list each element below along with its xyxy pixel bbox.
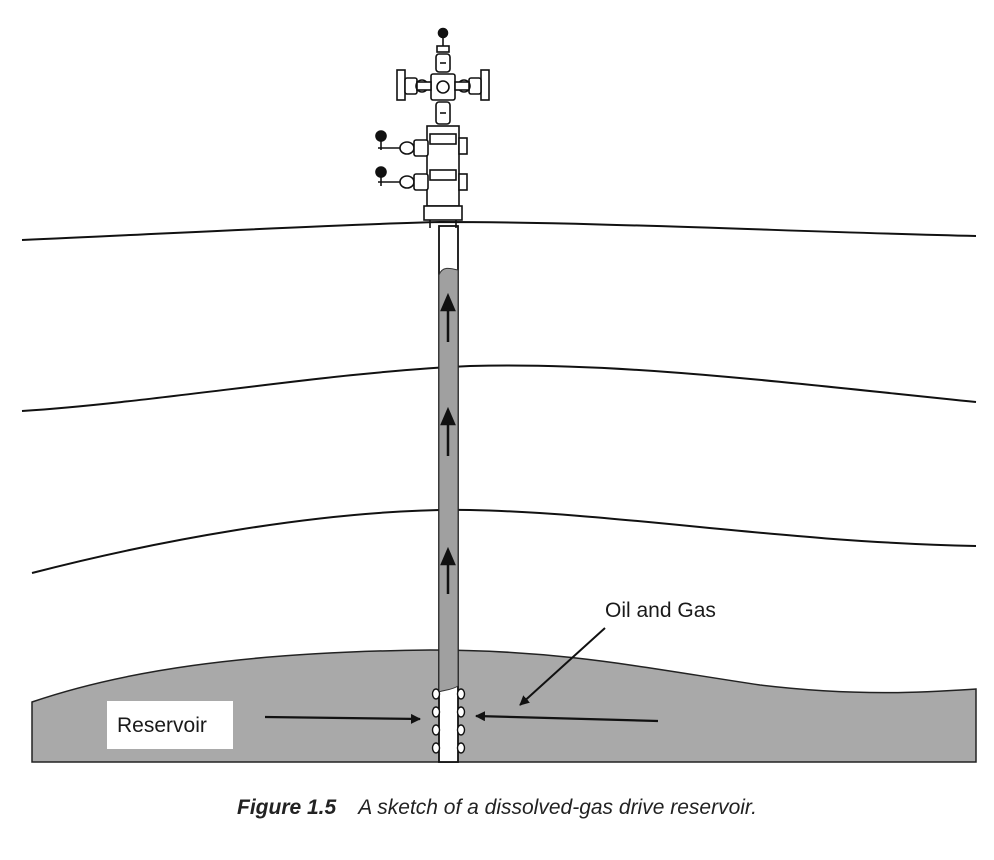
- figure-caption-text: A sketch of a dissolved-gas drive reserv…: [358, 796, 757, 819]
- wellbore: [431, 225, 466, 763]
- stratum-boundary-2: [31, 508, 977, 574]
- reservoir-label: Reservoir: [117, 714, 207, 737]
- wellbore-fluid-column: [438, 267, 459, 693]
- flow-arrow-icon: [440, 292, 456, 594]
- reservoir-layer: [31, 649, 977, 763]
- inflow-arrow-right: [475, 711, 659, 723]
- perforations: [431, 688, 466, 754]
- stratum-boundary-1: [21, 364, 977, 412]
- figure-caption: Figure 1.5 A sketch of a dissolved-gas dr…: [0, 796, 994, 820]
- oil-gas-pointer-arrow: [519, 627, 606, 706]
- ground-surface-line: [21, 220, 977, 241]
- inflow-arrow-left: [264, 713, 421, 724]
- oil-and-gas-label: Oil and Gas: [605, 599, 716, 622]
- wellhead-icon: [375, 27, 490, 228]
- reservoir-label-box: [107, 701, 233, 749]
- figure-number: Figure 1.5: [237, 796, 337, 819]
- inflow-arrows: [264, 627, 659, 724]
